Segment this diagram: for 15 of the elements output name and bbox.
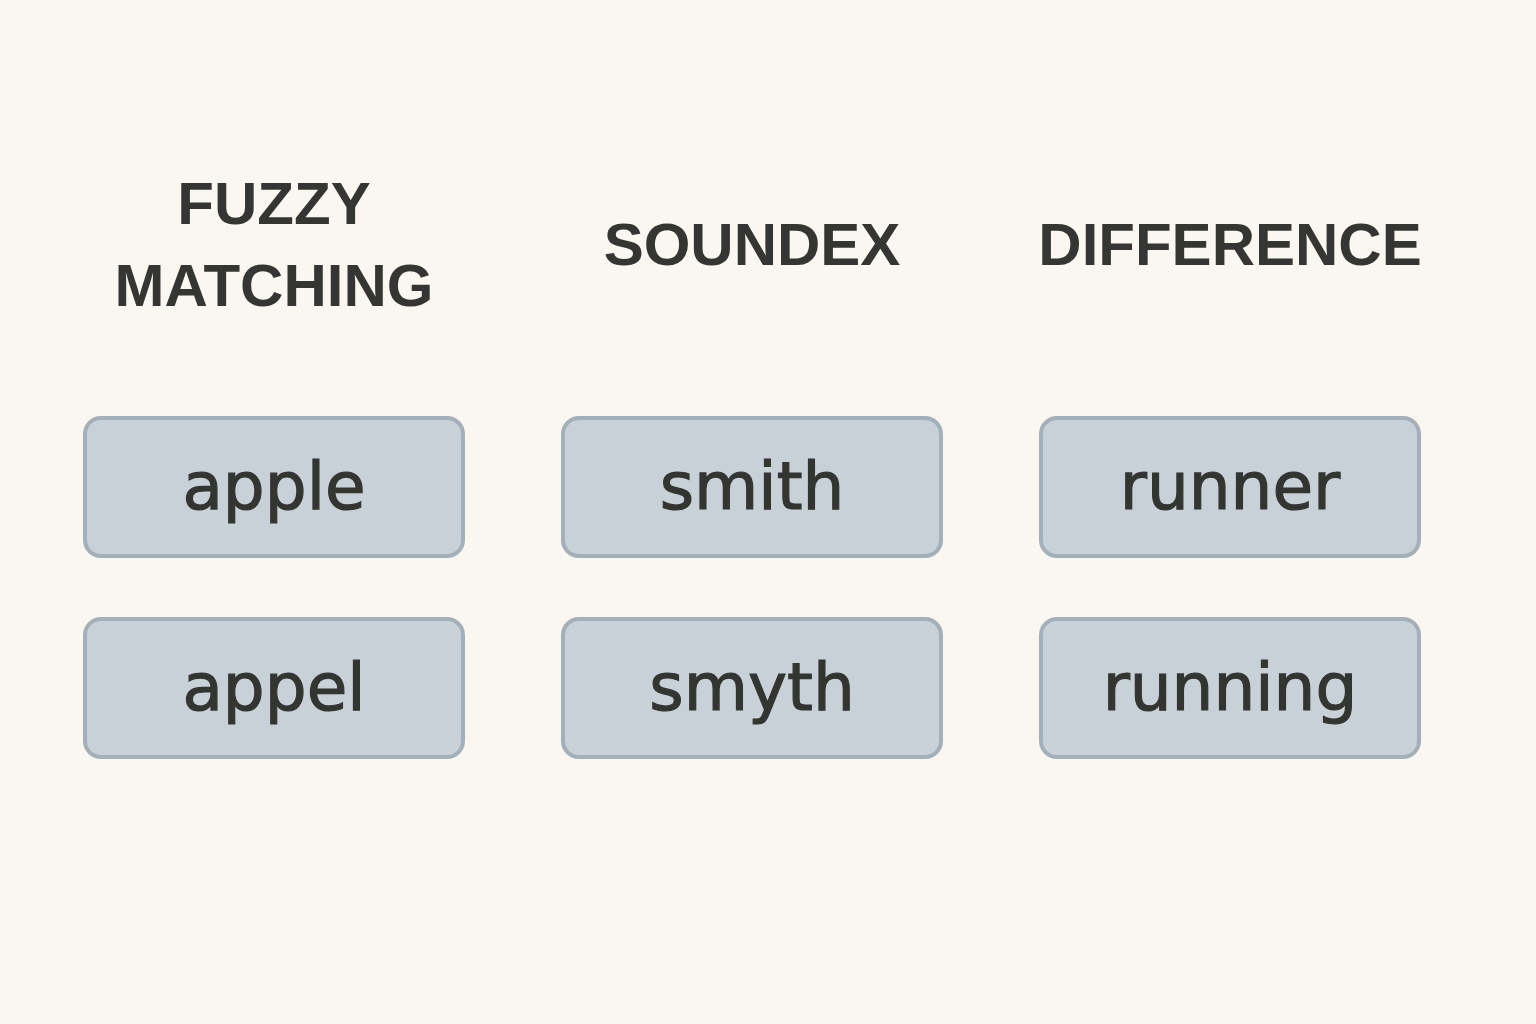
word-text: runner xyxy=(1119,450,1341,524)
word-text: smyth xyxy=(649,651,855,725)
column-heading: DIFFERENCE xyxy=(1038,210,1422,280)
word-text: appel xyxy=(182,651,366,725)
word-box xyxy=(1039,416,1421,558)
word-box xyxy=(83,416,465,558)
column-heading: FUZZY MATCHING xyxy=(113,169,435,321)
word-box xyxy=(561,416,943,558)
word-box xyxy=(1039,617,1421,759)
column-heading: SOUNDEX xyxy=(603,210,901,280)
word-box xyxy=(561,617,943,759)
word-text: running xyxy=(1102,651,1358,725)
word-text: smith xyxy=(659,450,845,524)
word-text: apple xyxy=(182,450,366,524)
word-box xyxy=(83,617,465,759)
